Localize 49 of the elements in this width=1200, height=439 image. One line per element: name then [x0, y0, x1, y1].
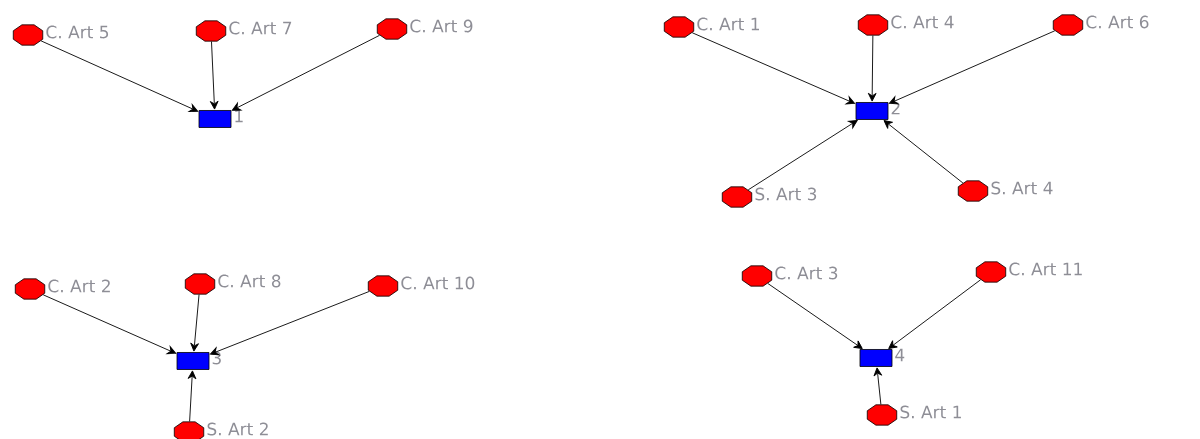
octagon-node: C. Art 10 — [367, 275, 475, 297]
node-label: C. Art 11 — [1009, 262, 1082, 276]
arrow — [867, 35, 877, 102]
octagon-node: S. Art 3 — [721, 186, 817, 208]
node-label: C. Art 4 — [891, 15, 954, 29]
arrow — [209, 41, 219, 110]
node-label: S. Art 1 — [900, 405, 961, 419]
arrow — [767, 283, 863, 349]
node-label: C. Art 10 — [401, 276, 475, 290]
node-label: C. Art 5 — [46, 25, 109, 39]
node-label: S. Art 4 — [991, 181, 1053, 195]
node-label: S. Art 2 — [207, 422, 268, 436]
arrow — [691, 32, 856, 105]
node-label: C. Art 3 — [775, 266, 838, 280]
octagon-node: S. Art 4 — [957, 180, 1053, 202]
node-label: S. Art 3 — [755, 187, 817, 201]
arrow — [883, 120, 964, 184]
arrow — [40, 40, 199, 113]
node-label: C. Art 9 — [410, 19, 473, 33]
octagon-node: C. Art 8 — [184, 273, 281, 295]
arrow — [873, 367, 883, 405]
octagon-node: C. Art 9 — [376, 18, 473, 40]
octagon-node: C. Art 1 — [663, 16, 759, 38]
arrow — [231, 34, 380, 111]
octagon-node: C. Art 5 — [12, 24, 109, 46]
octagon-node: S. Art 1 — [866, 404, 961, 426]
node-label: 4 — [895, 348, 905, 362]
node-label: C. Art 8 — [218, 274, 281, 288]
arrow — [888, 279, 982, 349]
node-label: C. Art 6 — [1086, 15, 1149, 29]
octagon-node: C. Art 3 — [741, 265, 838, 287]
arrow — [190, 294, 200, 352]
arrow — [42, 294, 177, 355]
arrow — [747, 120, 858, 191]
arrow — [187, 370, 197, 422]
node-label: 1 — [235, 109, 243, 123]
arrow — [888, 30, 1056, 105]
octagon-node: C. Art 7 — [195, 20, 292, 42]
node-label: C. Art 2 — [48, 279, 110, 293]
arrow — [209, 291, 370, 356]
node-label: C. Art 7 — [229, 21, 292, 35]
octagon-node: C. Art 4 — [857, 14, 954, 36]
square-node: 4 — [859, 348, 905, 367]
octagon-node: C. Art 11 — [975, 261, 1082, 283]
octagon-node: C. Art 6 — [1052, 14, 1149, 36]
octagon-node: C. Art 2 — [14, 278, 110, 300]
square-node: 1 — [198, 109, 243, 128]
octagon-node: S. Art 2 — [173, 421, 268, 439]
node-label: C. Art 1 — [697, 17, 759, 31]
